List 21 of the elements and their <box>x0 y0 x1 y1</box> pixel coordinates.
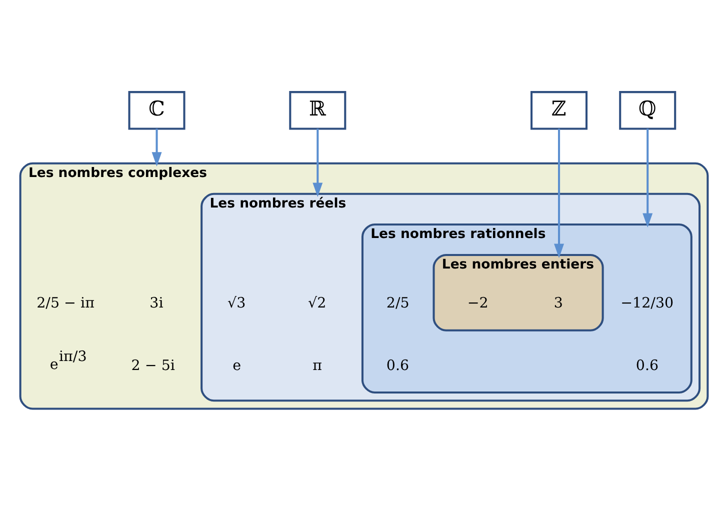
label: −2 <box>467 295 488 312</box>
arrow <box>554 128 564 258</box>
label: 3i <box>150 295 164 312</box>
node-box: ℤ <box>530 90 588 130</box>
label: 2/5 <box>386 295 410 312</box>
arrow <box>152 128 162 166</box>
label: √3 <box>228 295 246 312</box>
node-box: ℂ <box>128 90 186 130</box>
label: 0.6 <box>386 357 410 374</box>
node-box: ℝ <box>289 90 346 130</box>
label: π <box>312 357 322 374</box>
node-box: ℚ <box>619 90 676 130</box>
label: 2 − 5i <box>131 357 176 374</box>
arrow <box>312 128 323 196</box>
label: −12/30 <box>620 295 674 312</box>
label: √2 <box>308 295 326 312</box>
label: e <box>232 357 242 374</box>
arrow <box>642 128 653 228</box>
label: 0.6 <box>636 357 659 374</box>
label: 3 <box>554 295 563 312</box>
label: 2/5 − iπ <box>36 295 94 312</box>
